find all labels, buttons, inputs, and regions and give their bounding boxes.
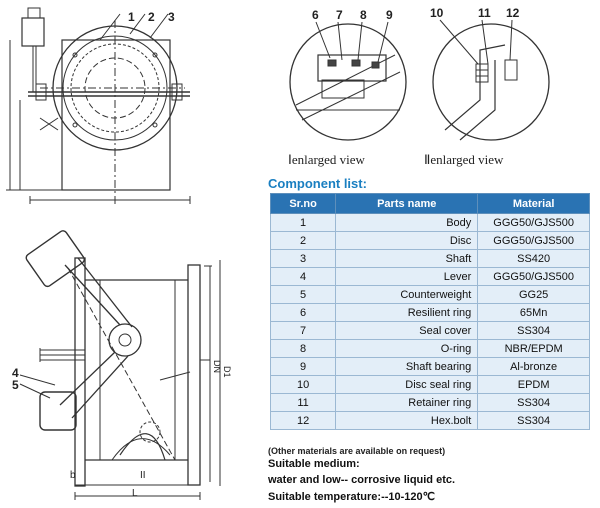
srno-cell: 11: [269, 393, 337, 412]
srno-cell: 9: [269, 357, 337, 376]
part-name-cell: Retainer ring: [335, 393, 479, 412]
material-cell: GGG50/GJS500: [477, 231, 590, 250]
material-cell: Al-bronze: [477, 357, 590, 376]
part-name-cell: Seal cover: [335, 321, 479, 340]
material-cell: SS304: [477, 411, 590, 430]
srno-cell: 10: [269, 375, 337, 394]
view1-caption: Ⅰenlarged view: [288, 152, 365, 167]
dim-L: L: [132, 488, 138, 499]
material-cell: SS420: [477, 249, 590, 268]
enlarged-view-I-drawing: [289, 21, 407, 141]
part-name-cell: Disc: [335, 231, 479, 250]
dim-D1: D1: [222, 366, 232, 378]
callout-3: 3: [168, 10, 175, 24]
srno-cell: 4: [269, 267, 337, 286]
material-cell: 65Mn: [477, 303, 590, 322]
part-name-cell: Resilient ring: [335, 303, 479, 322]
front-view-drawing: [6, 7, 191, 204]
callout-2: 2: [148, 10, 155, 24]
material-cell: GGG50/GJS500: [477, 213, 590, 232]
material-cell: EPDM: [477, 375, 590, 394]
callout-5: 5: [12, 378, 19, 392]
material-cell: GG25: [477, 285, 590, 304]
srno-cell: 7: [269, 321, 337, 340]
material-cell: GGG50/GJS500: [477, 267, 590, 286]
view1-number-6: 6: [312, 8, 319, 22]
part-name-cell: Hex.bolt: [335, 411, 479, 430]
view2-number-12: 12: [506, 6, 520, 20]
side-view-drawing: [19, 230, 221, 500]
srno-cell: 5: [269, 285, 337, 304]
medium-value: water and low-- corrosive liquid etc.: [268, 474, 456, 486]
table-header-row: Sr.no Parts name Material: [269, 193, 590, 214]
part-name-cell: Lever: [335, 267, 479, 286]
availability-note: (Other materials are available on reques…: [268, 446, 446, 456]
material-cell: SS304: [477, 393, 590, 412]
column-header-material: Material: [477, 193, 590, 214]
part-name-cell: Disc seal ring: [335, 375, 479, 394]
component-list-title: Component list:: [268, 176, 367, 191]
view1-number-8: 8: [360, 8, 367, 22]
srno-cell: 12: [269, 411, 337, 430]
part-name-cell: Counterweight: [335, 285, 479, 304]
medium-label: Suitable medium:: [268, 458, 360, 470]
column-header-parts-name: Parts name: [335, 193, 479, 214]
callout-4: 4: [12, 366, 19, 380]
detail-marker-II: II: [140, 470, 146, 481]
view2-number-10: 10: [430, 6, 444, 20]
srno-cell: 1: [269, 213, 337, 232]
temperature-note: Suitable temperature:--10-120℃: [268, 491, 436, 503]
view2-caption: Ⅱenlarged view: [424, 152, 504, 167]
dim-b: b: [70, 470, 76, 481]
part-name-cell: Shaft: [335, 249, 479, 268]
material-cell: SS304: [477, 321, 590, 340]
part-name-cell: Shaft bearing: [335, 357, 479, 376]
srno-cell: 8: [269, 339, 337, 358]
view1-number-7: 7: [336, 8, 343, 22]
part-name-cell: Body: [335, 213, 479, 232]
view1-number-9: 9: [386, 8, 393, 22]
srno-cell: 2: [269, 231, 337, 250]
part-name-cell: O-ring: [335, 339, 479, 358]
callout-1: 1: [128, 10, 135, 24]
dim-DN: DN: [212, 360, 222, 373]
srno-cell: 6: [269, 303, 337, 322]
enlarged-view-II-drawing: [432, 19, 550, 141]
column-header-srno: Sr.no: [269, 193, 337, 214]
srno-cell: 3: [269, 249, 337, 268]
view2-number-11: 11: [478, 6, 491, 20]
material-cell: NBR/EPDM: [477, 339, 590, 358]
